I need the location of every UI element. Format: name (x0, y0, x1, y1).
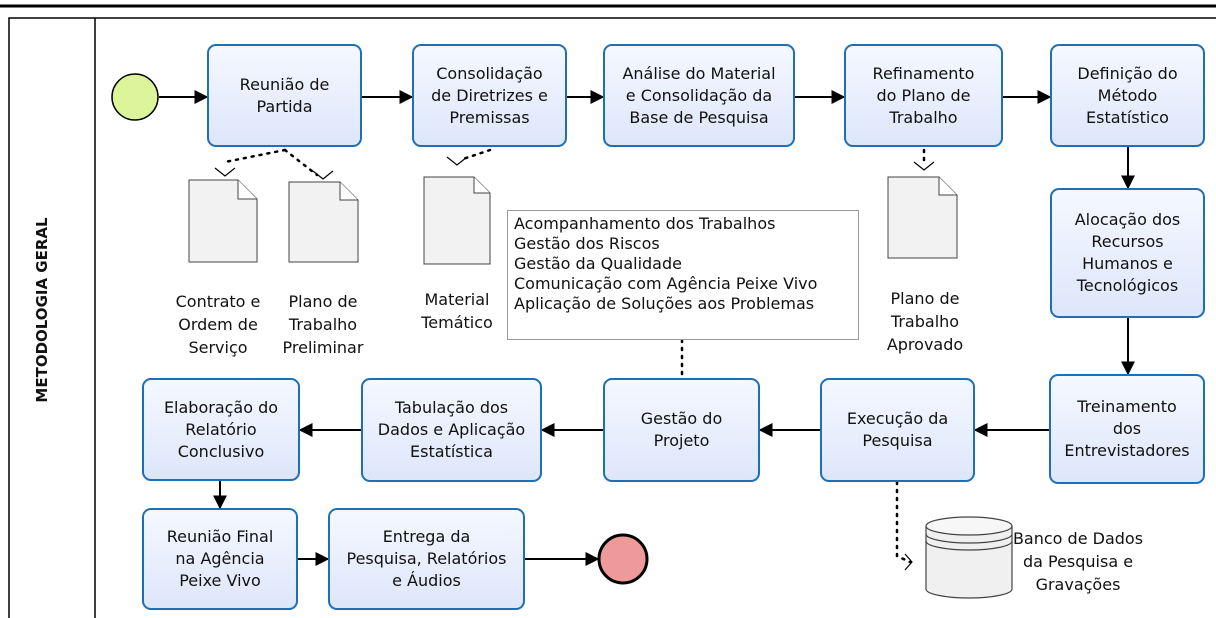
database-icon (925, 516, 1013, 599)
assoc-banco (895, 480, 912, 564)
annotation-line: Comunicação com Agência Peixe Vivo (514, 274, 818, 293)
task-execucao[interactable]: Execução da Pesquisa (820, 378, 975, 482)
sequence-flows (159, 90, 1135, 566)
document-label-plano-preliminar: Plano de Trabalho Preliminar (282, 292, 364, 357)
annotation-line: Gestão da Qualidade (514, 254, 682, 273)
task-definicao[interactable]: Definição do Método Estatístico (1050, 44, 1205, 147)
document-icon (423, 176, 491, 265)
task-tabulacao[interactable]: Tabulação dos Dados e Aplicação Estatíst… (361, 378, 542, 482)
document-icon (288, 181, 359, 263)
lane-title: METODOLOGIA GERAL (33, 217, 51, 403)
datastore-label: Banco de Dados da Pesquisa e Gravações (1012, 529, 1144, 594)
associations (223, 148, 926, 564)
task-reuniao-final[interactable]: Reunião Final na Agência Peixe Vivo (142, 508, 298, 610)
task-consolidacao[interactable]: Consolidação de Diretrizes e Premissas (412, 44, 567, 147)
task-alocacao[interactable]: Alocação dos Recursos Humanos e Tecnológ… (1050, 188, 1205, 318)
document-label-material: Material Temático (421, 290, 493, 332)
task-entrega[interactable]: Entrega da Pesquisa, Relatórios e Áudios (328, 508, 525, 610)
document-label-plano-aprovado: Plano de Trabalho Aprovado (886, 289, 964, 354)
start-event (111, 73, 159, 121)
assoc-contrato (223, 148, 287, 164)
annotation-line: Gestão dos Riscos (514, 234, 660, 253)
annotation-line: Aplicação de Soluções aos Problemas (514, 294, 815, 313)
documents (188, 176, 958, 265)
task-refinamento[interactable]: Refinamento do Plano de Trabalho (844, 44, 1003, 147)
annotation-line: Acompanhamento dos Trabalhos (514, 214, 776, 233)
task-gestao[interactable]: Gestão do Projeto (603, 378, 760, 482)
text-annotation: Acompanhamento dos Trabalhos Gestão dos … (507, 210, 859, 340)
task-treinamento[interactable]: Treinamento dos Entrevistadores (1049, 374, 1205, 484)
task-elaboracao[interactable]: Elaboração do Relatório Conclusivo (142, 378, 300, 481)
assoc-plano-preliminar (283, 148, 319, 177)
document-label-contrato: Contrato e Ordem de Serviço (175, 292, 261, 357)
end-event (597, 533, 649, 585)
task-reuniao-partida[interactable]: Reunião de Partida (207, 44, 362, 147)
association-heads (214, 156, 935, 571)
task-analise[interactable]: Análise do Material e Consolidação da Ba… (603, 44, 795, 147)
document-icon (887, 176, 958, 259)
pool-frame (0, 4, 1216, 618)
document-icon (188, 179, 258, 263)
